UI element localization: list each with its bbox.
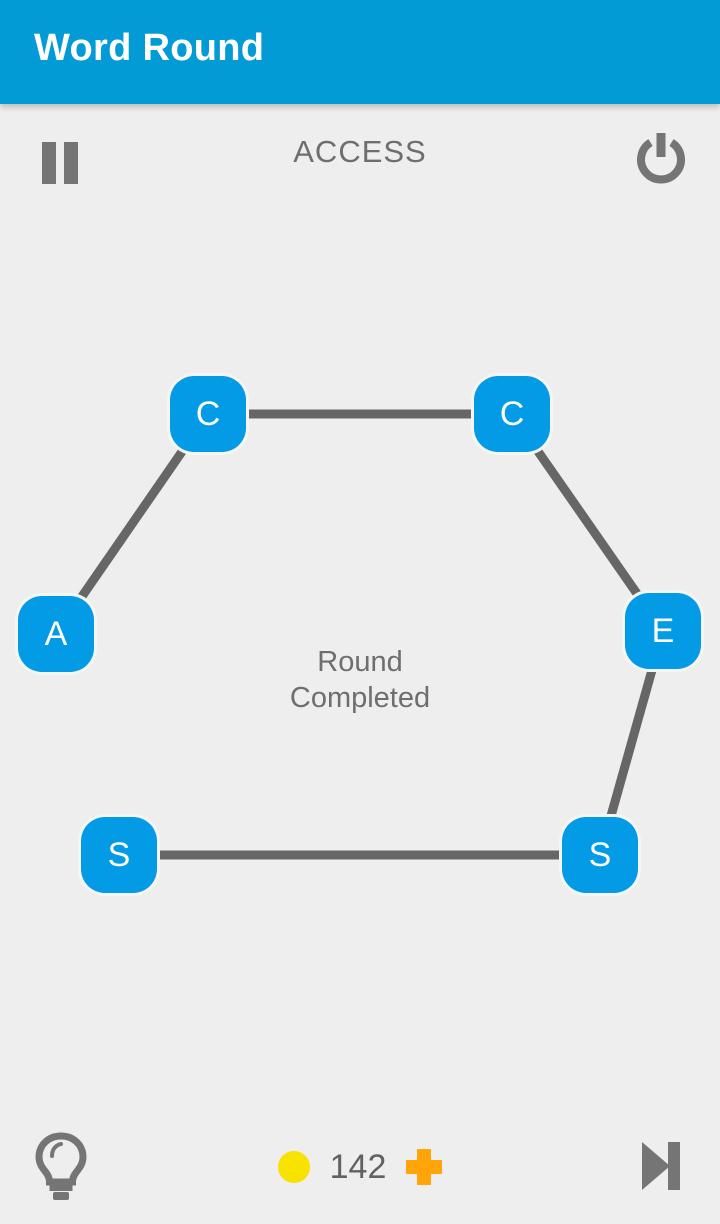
- word-link: [71, 439, 193, 609]
- power-icon: [637, 133, 685, 184]
- center-message-line1: Round: [317, 646, 403, 678]
- letter-node-s-3[interactable]: S: [562, 817, 638, 893]
- game-board: Round Completed C C E S S A: [0, 220, 720, 1110]
- letter-node-e-2[interactable]: E: [625, 593, 701, 669]
- skip-next-button[interactable]: [630, 1134, 692, 1198]
- game-header: ACCESS: [0, 104, 720, 220]
- letter-node-c-1[interactable]: C: [474, 376, 550, 452]
- letter-node-c-0[interactable]: C: [170, 376, 246, 452]
- round-word-label: ACCESS: [293, 134, 427, 169]
- center-message-line2: Completed: [289, 682, 431, 714]
- coin-icon: [278, 1151, 310, 1183]
- hint-button[interactable]: [32, 1132, 90, 1202]
- word-link: [527, 439, 648, 606]
- app-bar: Word Round: [0, 0, 720, 104]
- plus-icon-vertical: [417, 1149, 431, 1185]
- skip-next-icon: [642, 1142, 680, 1190]
- lightbulb-icon: [35, 1132, 87, 1200]
- pause-button[interactable]: [34, 134, 88, 188]
- power-button[interactable]: [634, 132, 688, 188]
- coin-group: 142: [0, 1110, 720, 1224]
- letter-node-a-5[interactable]: A: [18, 596, 94, 672]
- add-coins-button[interactable]: [406, 1149, 442, 1185]
- pause-icon-bar-2: [64, 142, 78, 184]
- app-title: Word Round: [34, 27, 265, 69]
- word-link: [604, 662, 659, 824]
- bottom-bar: 142: [0, 1110, 720, 1224]
- pause-icon: [42, 142, 56, 184]
- letter-node-s-4[interactable]: S: [81, 817, 157, 893]
- word-links: [71, 409, 659, 860]
- center-message: Round Completed: [160, 644, 560, 716]
- coin-count: 142: [329, 1147, 387, 1186]
